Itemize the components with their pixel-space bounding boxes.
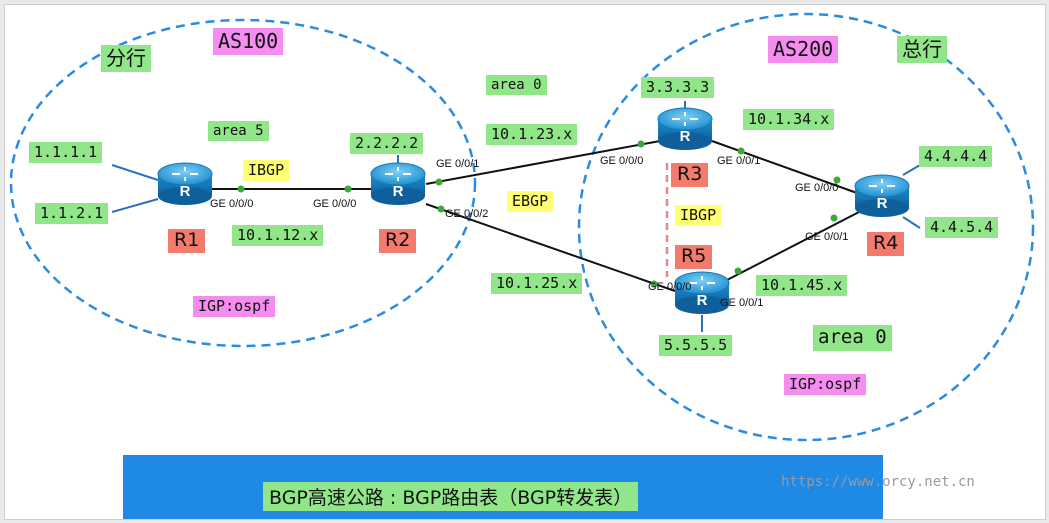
branch-site-label: 分行: [101, 45, 151, 72]
r2-ge002-label: GE 0/0/2: [445, 208, 489, 220]
router-r1-label: R1: [168, 229, 206, 253]
r5-loopback: 5.5.5.5: [659, 335, 733, 357]
r4-ge000-label: GE 0/0/0: [795, 182, 839, 194]
watermark-text: https://www.orcy.net.cn: [781, 474, 975, 490]
as200-label: AS200: [768, 36, 839, 63]
r2-loopback: 2.2.2.2: [350, 133, 424, 155]
as100-boundary: [9, 18, 477, 348]
r3-r5-ibgp-label: IBGP: [675, 205, 722, 227]
router-r3-icon[interactable]: [657, 107, 713, 151]
area5-label: area 5: [208, 121, 269, 142]
r1-ge000-label: GE 0/0/0: [210, 198, 254, 210]
r5-ge000-label: GE 0/0/0: [648, 281, 692, 293]
router-r3-label: R3: [671, 163, 709, 187]
r3-r4-network-label: 10.1.34.x: [743, 109, 835, 131]
r1-r2-network-label: 10.1.12.x: [232, 225, 324, 247]
r4-loopback-2: 4.4.5.4: [925, 217, 999, 239]
ebgp-area0-label: area 0: [486, 75, 547, 96]
link-r2-r5: [425, 203, 676, 292]
r2-r3-network-label: 10.1.23.x: [486, 124, 578, 146]
router-r4-icon[interactable]: [854, 174, 910, 218]
ebgp-label: EBGP: [507, 191, 554, 213]
as200-igp-label: IGP:ospf: [784, 374, 867, 396]
r2-ge000-label: GE 0/0/0: [313, 198, 357, 210]
as100-label: AS100: [213, 28, 284, 55]
headquarters-site-label: 总行: [897, 36, 947, 63]
as200-boundary: [577, 12, 1035, 442]
banner-text: BGP高速公路 : BGP路由表（BGP转发表）: [263, 482, 639, 511]
link-r3-r4: [711, 140, 858, 194]
loopback-lines: [111, 101, 921, 332]
r1-r2-ibgp-label: IBGP: [243, 160, 290, 182]
link-r2-r3: [425, 140, 661, 185]
as200-area0-label: area 0: [813, 325, 892, 351]
r2-r5-network-label: 10.1.25.x: [491, 273, 583, 295]
port-dots: [237, 140, 841, 288]
router-r2-icon[interactable]: [370, 162, 426, 206]
r4-loopback-1: 4.4.4.4: [919, 146, 993, 168]
r1-loopback-2: 1.1.2.1: [35, 203, 109, 225]
network-diagram: R: [4, 4, 1046, 520]
r1-loopback-1: 1.1.1.1: [29, 142, 103, 164]
r5-r4-network-label: 10.1.45.x: [756, 275, 848, 297]
r4-ge001-label: GE 0/0/1: [805, 231, 849, 243]
link-r5-r4: [726, 210, 862, 281]
bgp-highway-banner: BGP高速公路 : BGP路由表（BGP转发表）: [123, 455, 883, 519]
router-r5-label: R5: [675, 245, 713, 269]
topology-graphics: R: [9, 12, 1035, 442]
router-r1-icon[interactable]: [157, 162, 213, 206]
router-r2-label: R2: [379, 229, 417, 253]
r3-loopback: 3.3.3.3: [641, 77, 715, 99]
r3-ge001-label: GE 0/0/1: [717, 155, 761, 167]
as100-igp-label: IGP:ospf: [193, 296, 276, 318]
router-r4-label: R4: [867, 232, 905, 256]
r2-ge001-label: GE 0/0/1: [436, 158, 480, 170]
r5-ge001-label: GE 0/0/1: [720, 297, 764, 309]
r3-ge000-label: GE 0/0/0: [600, 155, 644, 167]
